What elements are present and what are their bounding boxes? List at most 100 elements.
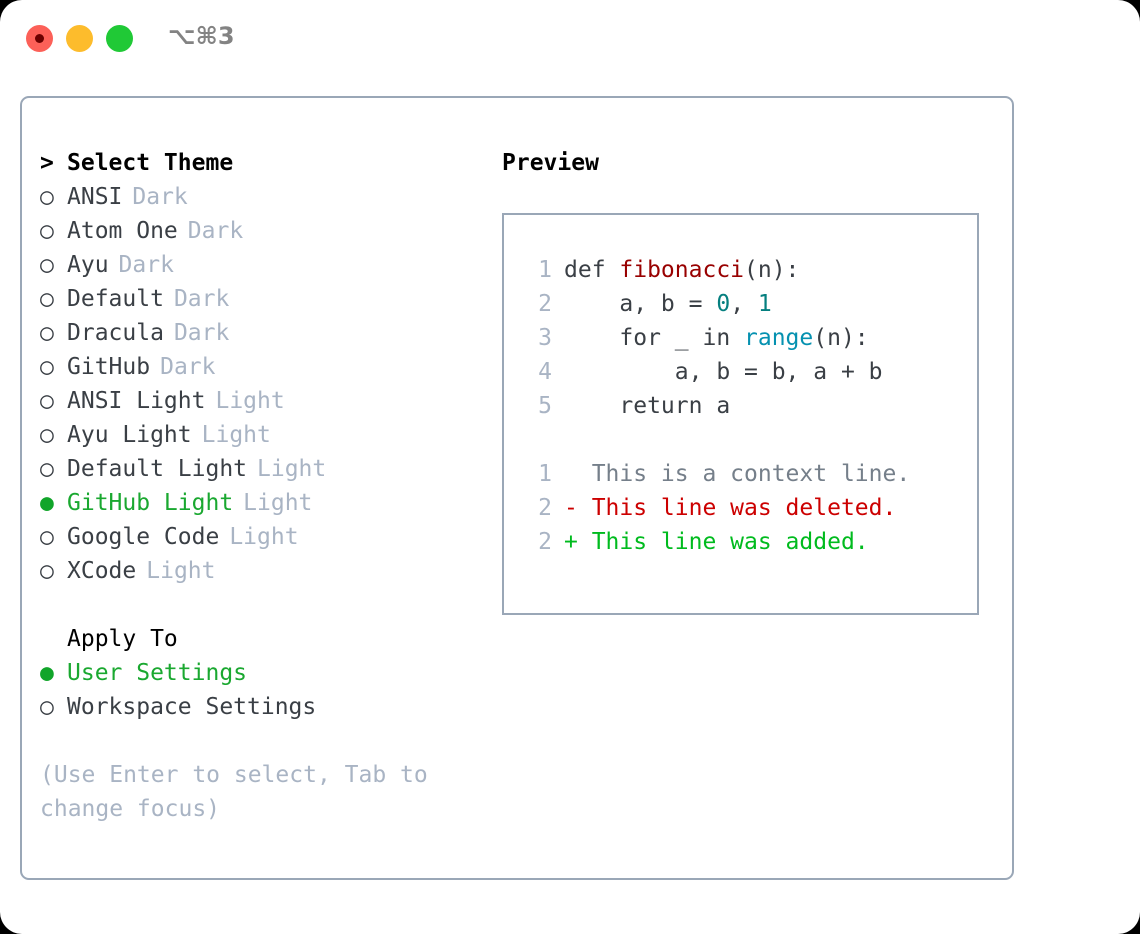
radio-unselected-icon[interactable]: ○: [40, 218, 54, 244]
diff-line-number: 2: [538, 529, 552, 555]
code-line-content: def fibonacci(n):: [564, 253, 799, 287]
theme-list-item[interactable]: ○ XCode Light: [40, 554, 500, 588]
keyboard-hint-text: (Use Enter to select, Tab to change focu…: [40, 762, 442, 822]
theme-item-label: Ayu Light: [67, 422, 192, 448]
prompt-caret-icon: >: [40, 150, 54, 176]
title-bar: ⌥⌘3: [0, 0, 1140, 78]
code-token: (n):: [813, 325, 869, 351]
theme-item-variant-badge: Light: [215, 388, 285, 414]
code-line: 2 a, b = 0, 1: [524, 287, 977, 321]
apply-to-item-label: Workspace Settings: [67, 694, 317, 720]
theme-item-label: Default Light: [67, 456, 248, 482]
theme-item-variant-badge: Light: [257, 456, 327, 482]
code-line-number: 1: [538, 257, 552, 283]
close-window-button[interactable]: [26, 25, 53, 52]
theme-item-label: Google Code: [67, 524, 220, 550]
keyboard-shortcut-label: ⌥⌘3: [168, 22, 235, 50]
theme-item-variant-badge: Dark: [132, 184, 188, 210]
theme-item-variant-badge: Light: [146, 558, 216, 584]
theme-item-variant-badge: Dark: [173, 320, 230, 346]
code-line: 1 def fibonacci(n):: [524, 253, 977, 287]
theme-item-variant-badge: Dark: [173, 286, 230, 312]
theme-item-variant-badge: Light: [229, 524, 299, 550]
theme-item-variant-badge: Dark: [187, 218, 244, 244]
theme-list-item[interactable]: ○ GitHub Dark: [40, 350, 500, 384]
radio-unselected-icon[interactable]: ○: [40, 558, 54, 584]
code-token: a, b =: [564, 291, 717, 317]
diff-line-content: This is a context line.: [564, 461, 911, 487]
theme-item-label: ANSI: [67, 184, 123, 210]
radio-unselected-icon[interactable]: ○: [40, 388, 54, 414]
code-line-number: 5: [538, 393, 552, 419]
diff-line: 1 This is a context line.: [524, 457, 977, 491]
radio-selected-icon[interactable]: ●: [40, 660, 54, 686]
code-line-content: for _ in range(n):: [564, 321, 869, 355]
radio-unselected-icon[interactable]: ○: [40, 456, 54, 482]
diff-line-number: 2: [538, 495, 552, 521]
code-line: 3 for _ in range(n):: [524, 321, 977, 355]
radio-unselected-icon[interactable]: ○: [40, 320, 54, 346]
theme-list-item[interactable]: ○ ANSI Light Light: [40, 384, 500, 418]
code-line-content: a, b = 0, 1: [564, 287, 772, 321]
diff-block: 1 This is a context line.2- This line wa…: [524, 457, 977, 559]
code-line-number: 2: [538, 291, 552, 317]
theme-item-variant-badge: Light: [243, 490, 313, 516]
apply-to-item-label: User Settings: [67, 660, 248, 686]
radio-unselected-icon[interactable]: ○: [40, 286, 54, 312]
radio-unselected-icon[interactable]: ○: [40, 354, 54, 380]
apply-to-header-spacer-icon: [40, 622, 67, 656]
theme-list-item[interactable]: ○ Google Code Light: [40, 520, 500, 554]
theme-item-variant-badge: Dark: [160, 354, 216, 380]
section-spacer: [40, 588, 500, 622]
apply-to-list: ● User Settings ○ Workspace Settings: [40, 656, 500, 724]
radio-unselected-icon[interactable]: ○: [40, 422, 54, 448]
code-line: 4 a, b = b, a + b: [524, 355, 977, 389]
theme-item-label: ANSI Light: [67, 388, 206, 414]
theme-list-item[interactable]: ○ Default Light Light: [40, 452, 500, 486]
preview-title: Preview: [502, 150, 599, 176]
radio-unselected-icon[interactable]: ○: [40, 524, 54, 550]
theme-list-item[interactable]: ○ Ayu Dark: [40, 248, 500, 282]
radio-unselected-icon[interactable]: ○: [40, 184, 54, 210]
theme-item-variant-badge: Dark: [118, 252, 174, 278]
code-token: ,: [730, 291, 758, 317]
code-line-content: a, b = b, a + b: [564, 355, 883, 389]
window-controls: [26, 25, 133, 52]
apply-to-item[interactable]: ● User Settings: [40, 656, 500, 690]
theme-list-item[interactable]: ○ ANSI Dark: [40, 180, 500, 214]
code-token: (n):: [744, 257, 800, 283]
maximize-window-button[interactable]: [106, 25, 133, 52]
theme-item-label: Atom One: [67, 218, 178, 244]
apply-to-item[interactable]: ○ Workspace Settings: [40, 690, 500, 724]
theme-item-label: Dracula: [67, 320, 164, 346]
radio-selected-icon[interactable]: ●: [40, 490, 54, 516]
theme-item-label: XCode: [67, 558, 137, 584]
theme-list-header-label: Select Theme: [67, 150, 234, 176]
code-token: for _ in: [564, 325, 745, 351]
diff-line: 2- This line was deleted.: [524, 491, 977, 525]
theme-list-item[interactable]: ○ Default Dark: [40, 282, 500, 316]
radio-unselected-icon[interactable]: ○: [40, 694, 54, 720]
code-token: 1: [757, 291, 772, 317]
minimize-window-button[interactable]: [66, 25, 93, 52]
code-blank-line: [524, 423, 977, 457]
theme-list-item[interactable]: ○ Atom One Dark: [40, 214, 500, 248]
apply-to-header-label: Apply To: [67, 626, 178, 652]
code-line-number: 3: [538, 325, 552, 351]
code-token: def: [564, 257, 620, 283]
code-token: fibonacci: [619, 257, 745, 283]
theme-item-label: Default: [67, 286, 164, 312]
apply-to-header: Apply To: [40, 622, 500, 656]
theme-item-label: Ayu: [67, 252, 109, 278]
radio-unselected-icon[interactable]: ○: [40, 252, 54, 278]
theme-list-item[interactable]: ○ Dracula Dark: [40, 316, 500, 350]
theme-item-label: GitHub: [67, 354, 151, 380]
